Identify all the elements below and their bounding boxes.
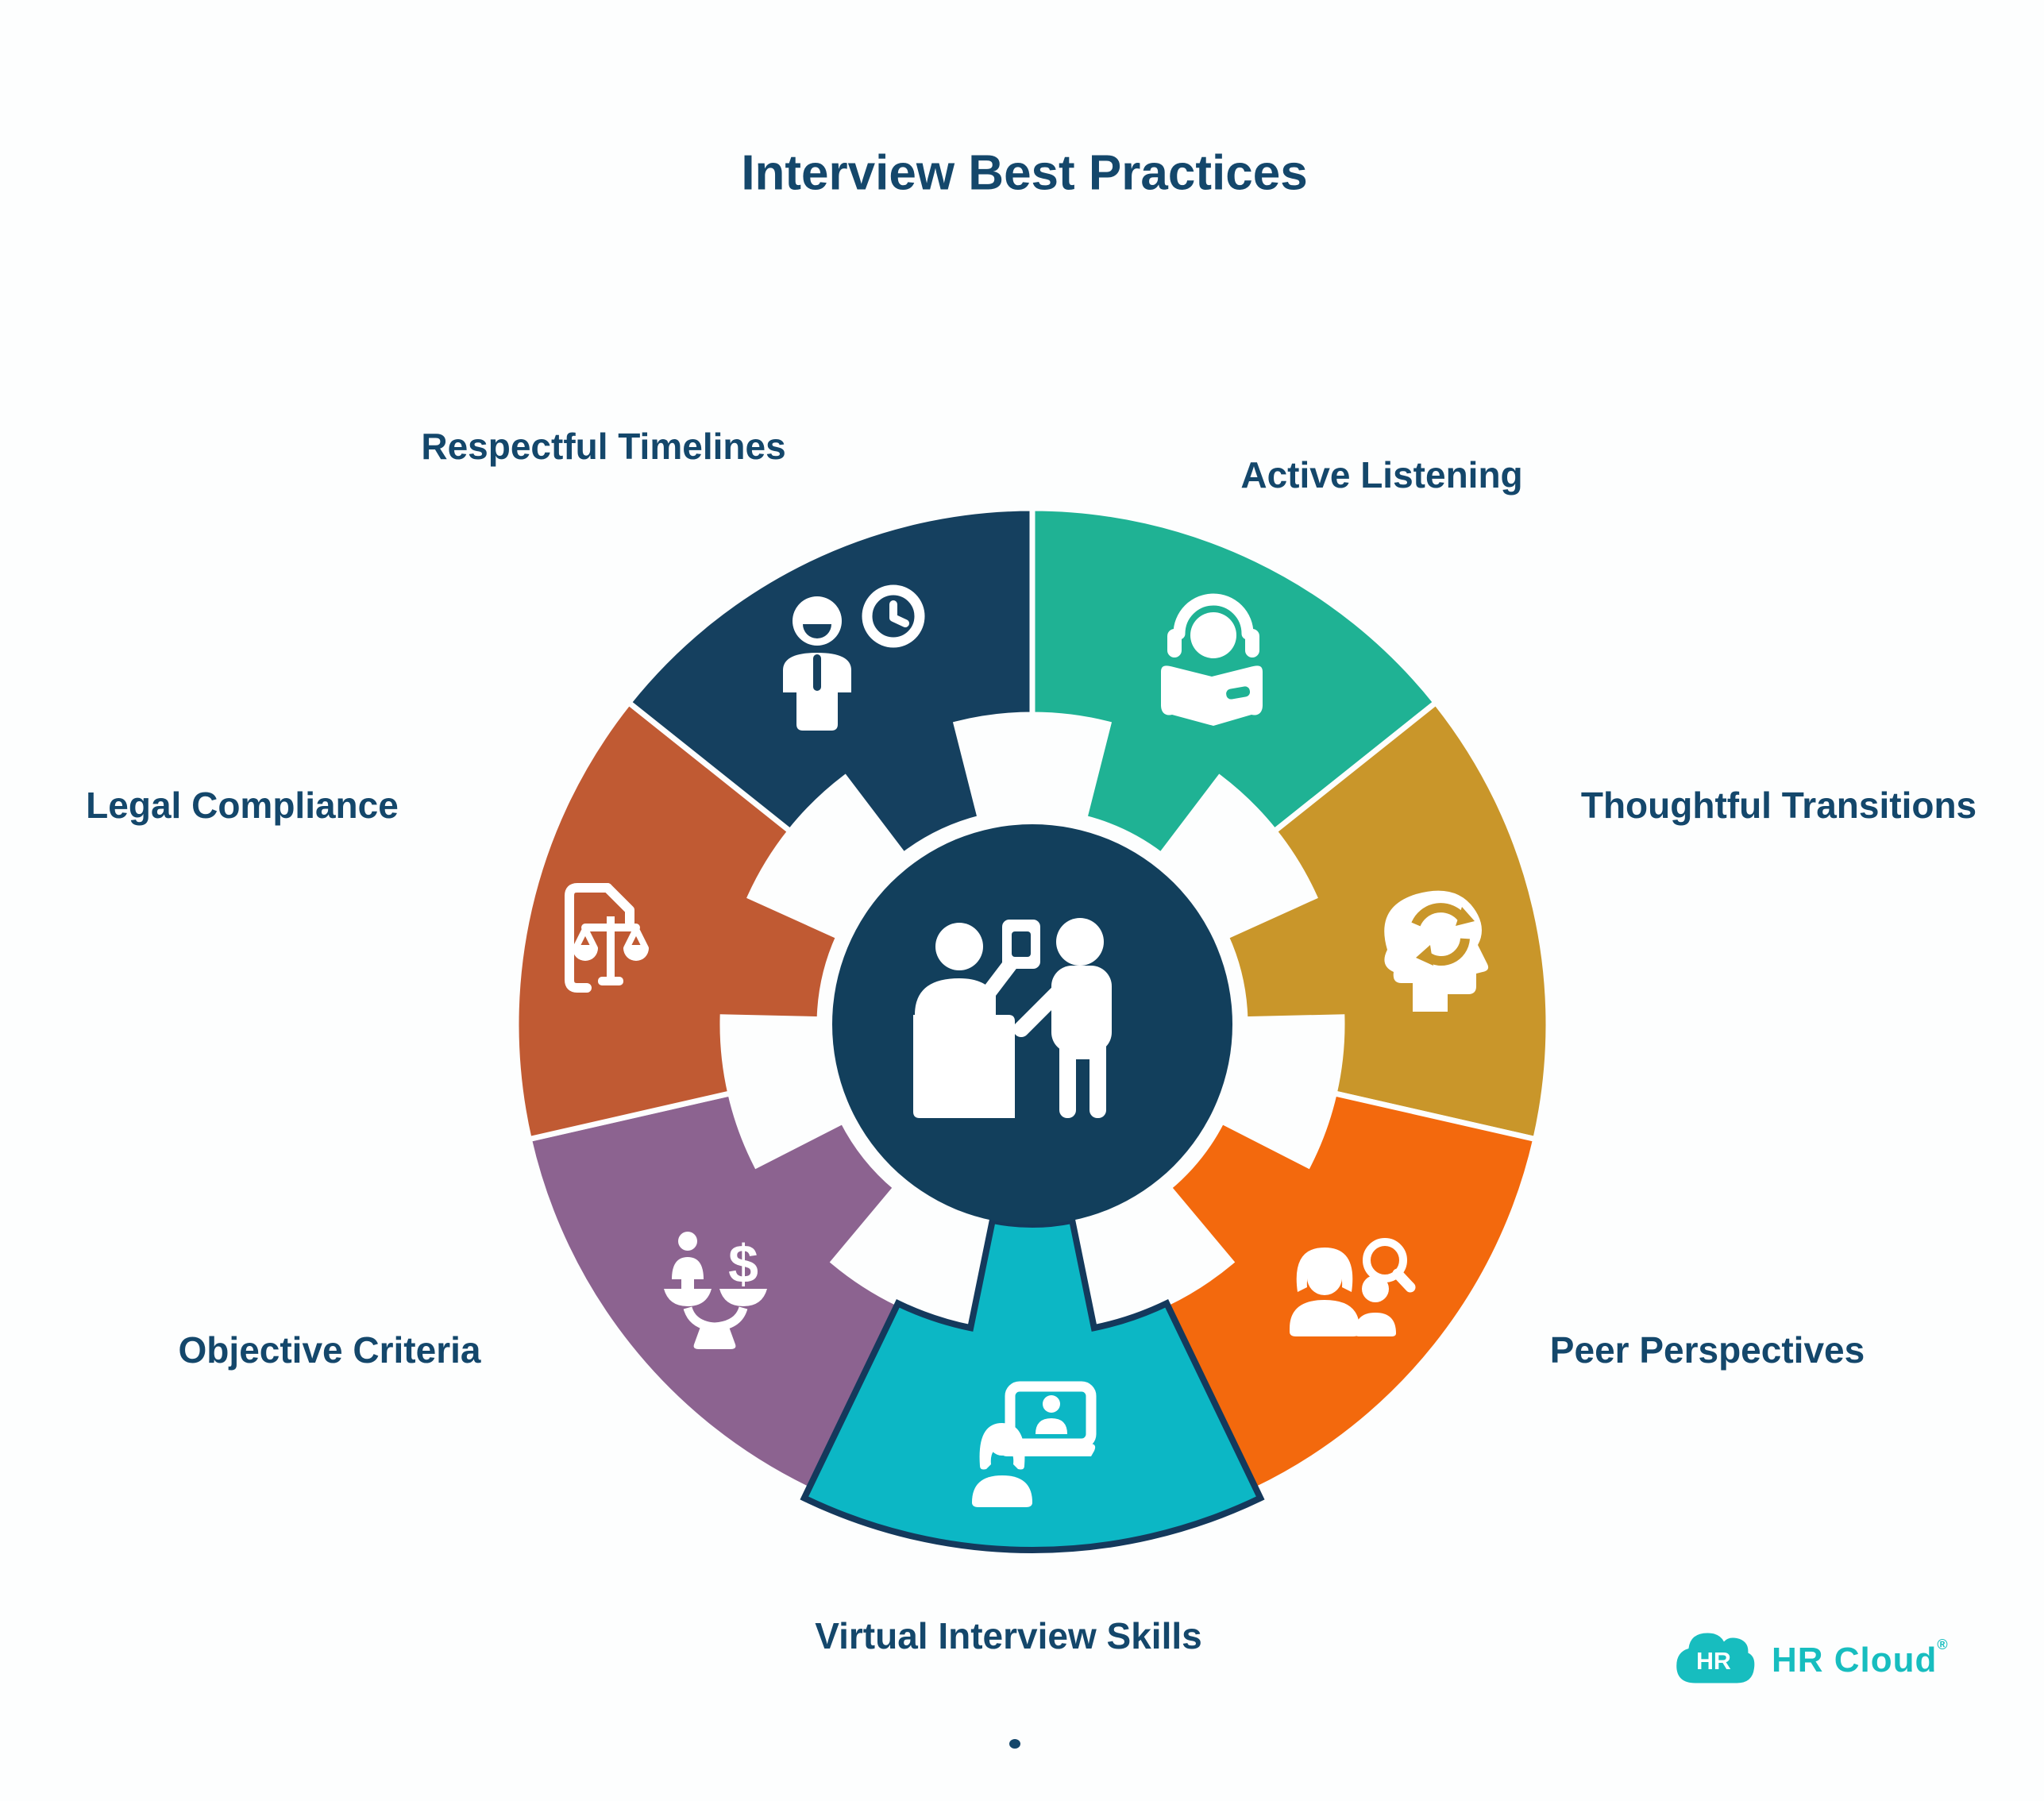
- headphones-listening-icon: [1161, 593, 1263, 726]
- segment-label-thoughtful-transitions: Thoughtful Transitions: [1580, 785, 1977, 826]
- people-magnifier-icon: [1290, 1238, 1416, 1336]
- best-practices-wheel: $: [513, 505, 1552, 1554]
- person-clock-icon: [783, 584, 925, 731]
- segment-label-virtual-interview-skills: Virtual Interview Skills: [815, 1615, 1202, 1656]
- page-title: Interview Best Practices: [741, 145, 1308, 201]
- video-call-person-icon: [972, 1381, 1097, 1507]
- registered-mark: ®: [1937, 1636, 1949, 1653]
- hr-cloud-logo: HR HR Cloud®: [1670, 1628, 1949, 1688]
- balance-person-dollar-icon: $: [664, 1232, 767, 1349]
- head-cycle-arrows-icon: [1384, 890, 1489, 1012]
- hr-cloud-wordmark: HR Cloud®: [1772, 1636, 1949, 1680]
- interview-desk-icon: [913, 918, 1112, 1118]
- segment-label-active-listening: Active Listening: [1240, 454, 1523, 496]
- segment-label-objective-criteria: Objective Criteria: [178, 1329, 481, 1371]
- svg-text:$: $: [728, 1234, 758, 1294]
- segment-label-peer-perspectives: Peer Perspectives: [1549, 1329, 1865, 1371]
- stray-dot: [1009, 1739, 1020, 1749]
- segment-label-respectful-timelines: Respectful Timelines: [421, 426, 786, 467]
- svg-text:HR: HR: [1696, 1648, 1731, 1675]
- hr-cloud-badge-icon: HR: [1676, 1633, 1755, 1683]
- segment-label-legal-compliance: Legal Compliance: [86, 785, 399, 826]
- document-scales-icon: [565, 883, 649, 993]
